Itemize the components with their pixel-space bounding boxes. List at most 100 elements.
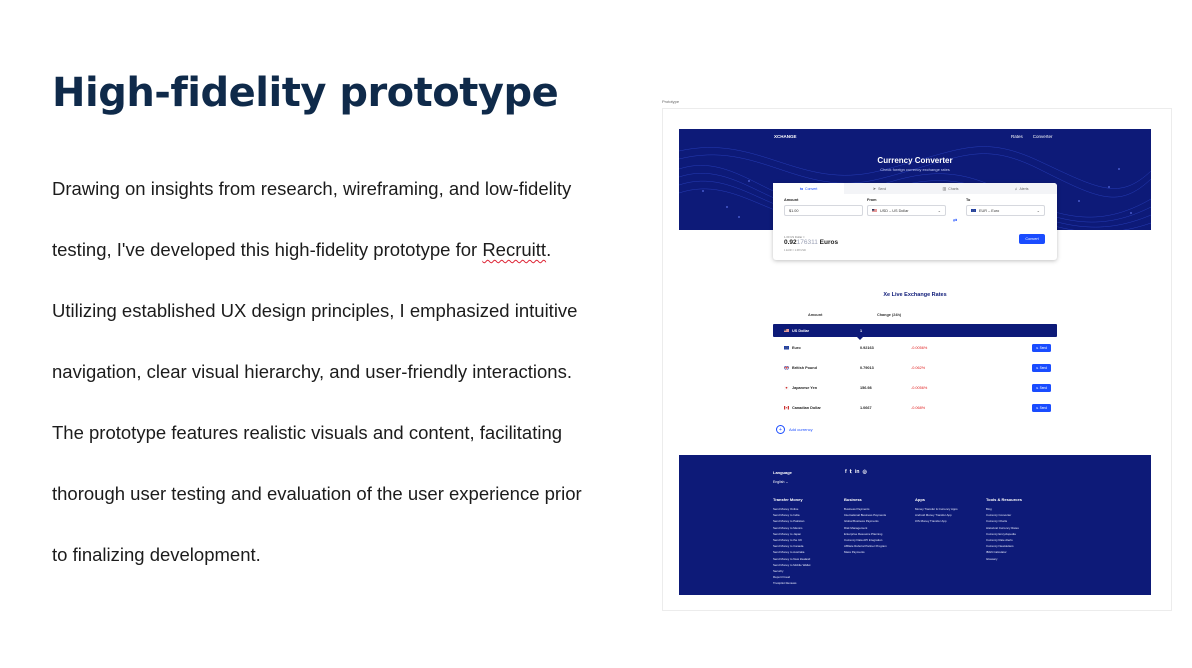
add-currency-button[interactable]: + Add currency <box>776 425 813 434</box>
footer-link[interactable]: Historical Currency Rates <box>986 525 1019 530</box>
base-amount: 1 <box>860 328 863 333</box>
footer-link[interactable]: Currency Charts <box>986 519 1008 524</box>
from-select[interactable]: USD – US Dollar ⌄ <box>867 205 946 216</box>
japan-flag-icon <box>784 386 789 390</box>
facebook-icon[interactable]: f <box>845 469 847 475</box>
result-inverse-rate: 1 EUR = 1.08 USD <box>784 249 806 252</box>
footer-link[interactable]: Send Money to Pakistan <box>773 519 805 524</box>
footer-link[interactable]: Glossary <box>986 556 998 561</box>
footer-link[interactable]: Send Money to Australia <box>773 550 805 555</box>
footer-link[interactable]: Send Money to India <box>773 513 800 518</box>
footer-link[interactable]: Money Transfer & Currency Apps <box>915 507 958 511</box>
language-value: English <box>773 480 785 484</box>
send-button-euro[interactable]: ➤Send <box>1032 344 1051 352</box>
send-button-gbp[interactable]: ➤Send <box>1032 364 1051 372</box>
body-line-2-text: testing, I've developed this high-fideli… <box>52 239 483 260</box>
footer-link[interactable]: Currency Data API Integration <box>844 538 883 543</box>
currency-change: -0.068% <box>911 406 926 410</box>
tab-alerts[interactable]: ♫ Alerts <box>986 183 1057 194</box>
send-icon: ➤ <box>1035 346 1039 350</box>
canada-flag-icon <box>784 406 789 410</box>
footer-link[interactable]: Risk Management <box>844 525 868 530</box>
footer-link[interactable]: Blog <box>986 507 992 511</box>
body-line-5: The prototype features realistic visuals… <box>52 422 563 443</box>
currency-amount: 156.98 <box>860 386 872 390</box>
send-button-cad[interactable]: ➤Send <box>1032 404 1051 412</box>
body-line-7: to finalizing development. <box>52 544 261 565</box>
convert-icon: ⇆ <box>799 186 804 191</box>
footer-link[interactable]: Currency Rate Alerts <box>986 538 1013 543</box>
footer-col-business: Business Business Payments International… <box>844 497 887 556</box>
to-select[interactable]: EUR – Euro ⌄ <box>966 205 1045 216</box>
slide-body: Drawing on insights from research, wiref… <box>52 168 632 595</box>
convert-button[interactable]: Convert <box>1019 234 1045 244</box>
footer-link[interactable]: Send Money to the UK <box>773 538 803 543</box>
send-icon: ➤ <box>872 186 877 191</box>
result-main: 0.92 <box>784 239 797 246</box>
footer-link[interactable]: Send Money to Mexico <box>773 525 803 530</box>
amount-input[interactable]: $1.00 <box>784 205 863 216</box>
result-tail: 176311 <box>796 239 818 246</box>
footer-link[interactable]: Affiliate Referral Partner Program <box>844 544 887 549</box>
tab-alerts-label: Alerts <box>1019 186 1029 191</box>
base-name-label: US Dollar <box>792 328 810 333</box>
footer-link[interactable]: Currency Encyclopedia <box>986 531 1016 536</box>
footer-social: f 𝕥 in ◎ <box>845 469 867 475</box>
footer-link[interactable]: Send Money Online <box>773 507 799 511</box>
footer-link[interactable]: Android Money Transfer App <box>915 513 952 518</box>
currency-name-label: Japanese Yen <box>792 386 818 390</box>
tab-send[interactable]: ➤ Send <box>844 183 915 194</box>
footer-col-title: Business <box>844 497 862 502</box>
footer-link[interactable]: iOS Money Transfer App <box>915 519 947 524</box>
footer-link[interactable]: Send Money to Mobile Wallet <box>773 562 811 567</box>
linkedin-icon[interactable]: in <box>855 469 860 475</box>
rate-row-gbp: British Pound 0.79013 -0.062% ➤Send <box>773 361 1057 375</box>
converter-tabs: ⇆ Convert ➤ Send ▥ Charts ♫ Alerts <box>773 183 1057 194</box>
tab-convert[interactable]: ⇆ Convert <box>773 183 844 194</box>
amount-value: $1.00 <box>789 208 799 213</box>
base-currency-row[interactable]: US Dollar 1 <box>773 324 1057 340</box>
send-button-jpy[interactable]: ➤Send <box>1032 384 1051 392</box>
swap-icon[interactable]: ⇄ <box>953 218 958 224</box>
footer-col-apps: Apps Money Transfer & Currency Apps Andr… <box>915 497 958 525</box>
prototype-frame-label: Prototype <box>662 99 680 104</box>
footer-link[interactable]: IBAN Calculator <box>986 550 1007 555</box>
footer-col-title: Tools & Resources <box>986 497 1022 502</box>
footer-link[interactable]: Send Money to Canada <box>773 544 804 549</box>
nav-logo[interactable]: XCHANGE <box>774 134 797 139</box>
twitter-icon[interactable]: 𝕥 <box>849 469 852 475</box>
footer-link[interactable]: Mass Payments <box>844 550 865 555</box>
footer-link[interactable]: International Business Payments <box>844 513 887 518</box>
nav-link-rates[interactable]: Rates <box>1011 134 1023 139</box>
chevron-down-icon: ⌄ <box>937 208 941 213</box>
tab-charts[interactable]: ▥ Charts <box>915 183 986 194</box>
instagram-icon[interactable]: ◎ <box>862 469 867 475</box>
brand-word: Recruitt <box>482 239 547 260</box>
currency-amount: 0.79013 <box>860 366 874 370</box>
nav-link-converter[interactable]: Converter <box>1032 134 1053 139</box>
footer-link[interactable]: Currency Newsletters <box>986 544 1014 549</box>
footer-link[interactable]: Enterprise Resource Planning <box>844 531 883 536</box>
footer-link[interactable]: Trustpilot Reviews <box>773 581 797 586</box>
footer-link[interactable]: Security <box>773 569 784 574</box>
tab-convert-label: Convert <box>805 186 818 191</box>
footer-link[interactable]: Currency Converter <box>986 513 1012 518</box>
tab-charts-label: Charts <box>948 186 959 191</box>
footer-link[interactable]: Business Payments <box>844 507 870 511</box>
footer: Language English ⌄ f 𝕥 in ◎ Transfer Mon… <box>679 455 1151 595</box>
footer-link[interactable]: Report Fraud <box>773 575 791 580</box>
result-value: 0.92176311 Euros <box>784 239 838 246</box>
footer-link[interactable]: Global Business Payments <box>844 519 879 524</box>
currency-name-label: British Pound <box>792 366 817 370</box>
chevron-down-icon: ⌄ <box>785 480 789 484</box>
uk-flag-icon <box>784 366 789 370</box>
body-line-4: navigation, clear visual hierarchy, and … <box>52 361 572 382</box>
footer-link[interactable]: Send Money to Japan <box>773 531 802 536</box>
send-icon: ➤ <box>1035 366 1039 370</box>
body-line-2: testing, I've developed this high-fideli… <box>52 229 632 290</box>
rate-row-cad: Canadian Dollar 1.0667 -0.068% ➤Send <box>773 401 1057 415</box>
send-label: Send <box>1039 406 1048 410</box>
tab-send-label: Send <box>878 186 887 191</box>
language-select[interactable]: English ⌄ <box>773 480 788 484</box>
footer-link[interactable]: Send Money to New Zealand <box>773 556 811 561</box>
